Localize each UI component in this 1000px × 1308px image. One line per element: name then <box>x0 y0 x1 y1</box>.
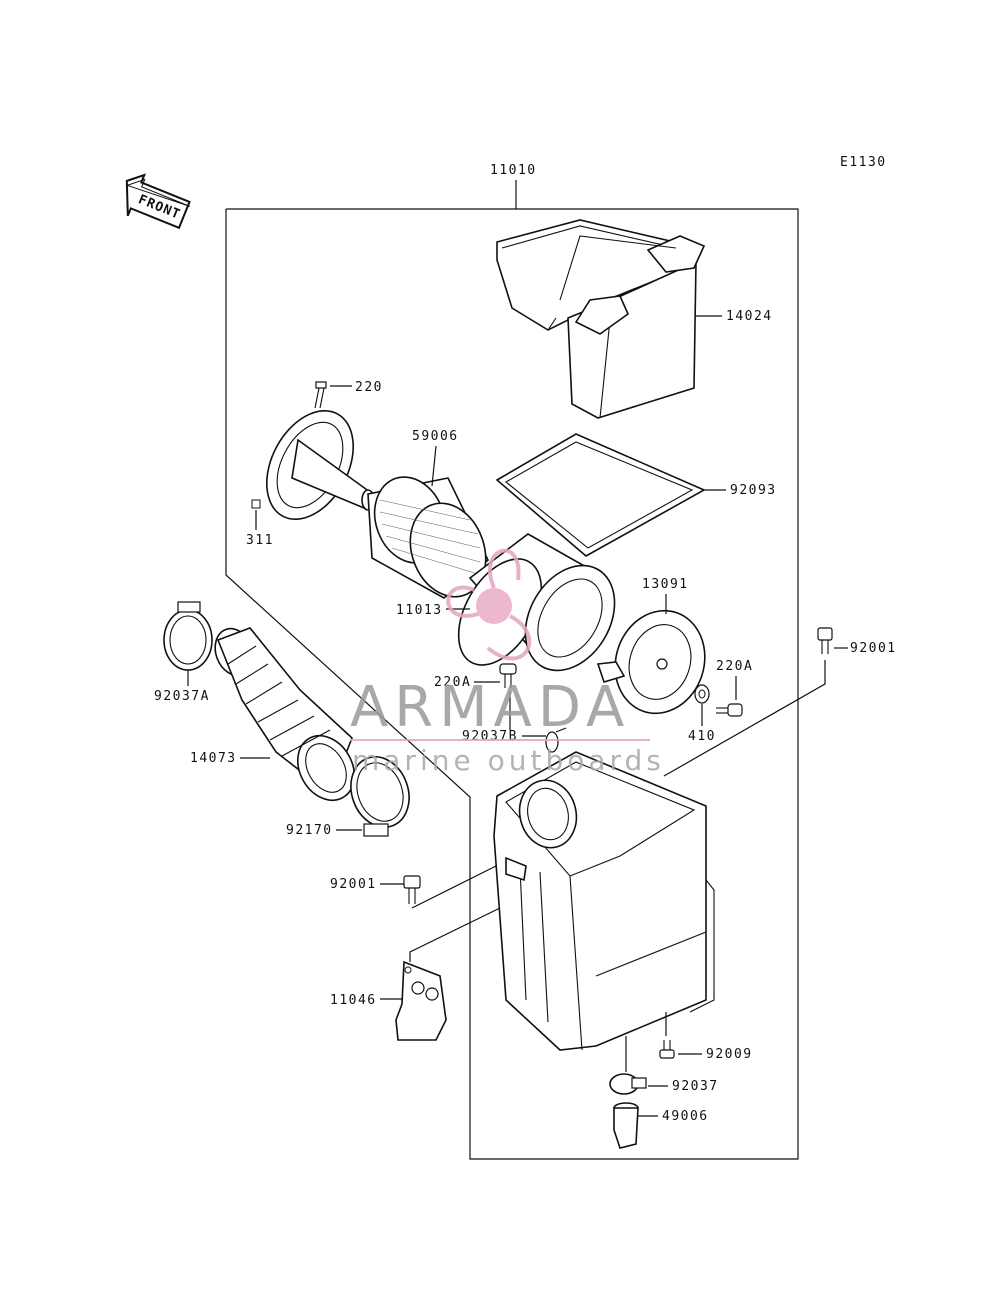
part-label: 92170 <box>286 823 333 838</box>
bolt-220a-right <box>716 703 743 717</box>
part-label: 14073 <box>190 751 237 766</box>
propeller-icon <box>446 548 532 661</box>
part-label: 59006 <box>412 429 459 444</box>
assembly-outline <box>225 208 799 1160</box>
part-label: 220A <box>716 659 753 674</box>
filter-element <box>457 533 616 672</box>
part-label: 311 <box>246 533 274 548</box>
filter-cover-plate <box>265 409 375 521</box>
outer-filter-mesh <box>367 476 489 599</box>
part-label: 11046 <box>330 993 377 1008</box>
mounting-bracket <box>395 960 447 1041</box>
part-label: 92001 <box>330 877 377 892</box>
clamp-92037 <box>609 1073 647 1095</box>
part-label: 13091 <box>642 577 689 592</box>
clamp-92037a <box>163 601 213 671</box>
drain-tube <box>613 1102 639 1149</box>
clip-92037b <box>545 727 567 753</box>
assembly-number: 11010 <box>490 163 537 178</box>
part-label: 92093 <box>730 483 777 498</box>
screw-92009 <box>659 1040 675 1059</box>
washer-410 <box>694 684 710 704</box>
bolt-92001-lower <box>403 875 421 904</box>
part-label: 92037 <box>672 1079 719 1094</box>
part-label: 92001 <box>850 641 897 656</box>
bolt-220 <box>314 381 327 409</box>
part-label: 220 <box>355 380 383 395</box>
front-arrow-icon: FRONT <box>125 173 191 230</box>
air-box-cover <box>496 219 706 419</box>
diagram-code: E1130 <box>840 155 887 170</box>
air-box-housing <box>493 751 715 1051</box>
watermark-brand: ARMADA <box>350 675 630 740</box>
clamp-92170 <box>350 756 410 837</box>
part-label: 220A <box>434 675 471 690</box>
intake-duct <box>214 627 356 801</box>
part-label: 92037A <box>154 689 210 704</box>
part-label: 49006 <box>662 1109 709 1124</box>
bolt-220a-center <box>499 663 517 688</box>
bolt-92001-top <box>817 627 833 654</box>
watermark-tagline: marine outboards <box>352 744 665 777</box>
part-label: 92009 <box>706 1047 753 1062</box>
part-label: 11013 <box>396 603 443 618</box>
watermark-logo: ARMADA marine outboards <box>350 548 665 777</box>
part-label: 14024 <box>726 309 773 324</box>
part-label: 410 <box>688 729 716 744</box>
end-cap-plate <box>596 609 706 715</box>
